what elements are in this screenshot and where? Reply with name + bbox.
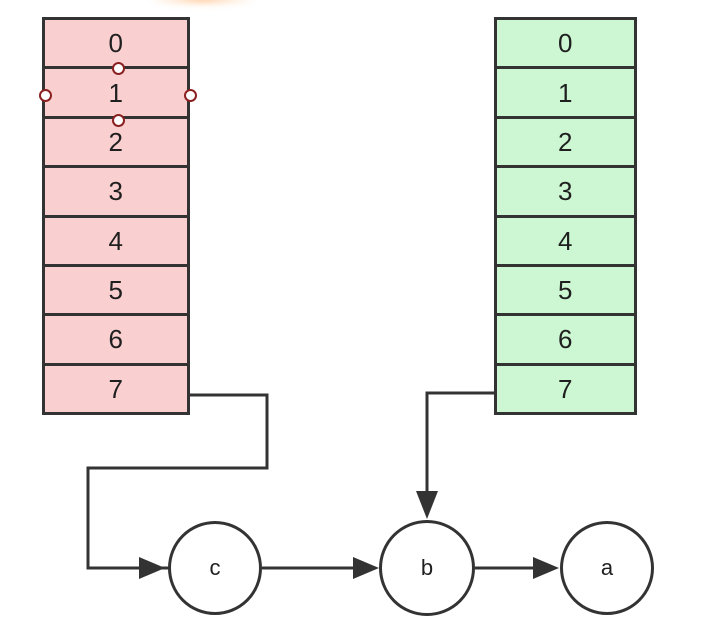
green-array-cell-4[interactable]: 4 bbox=[497, 217, 634, 267]
green-array-cell-1[interactable]: 1 bbox=[497, 69, 634, 119]
selection-handle-left[interactable] bbox=[38, 88, 52, 102]
pink-array-cell-3[interactable]: 3 bbox=[45, 168, 187, 218]
cursor-highlight-artifact bbox=[150, 0, 255, 6]
arrow-head-into-b-left bbox=[353, 557, 379, 579]
green-array-cell-2[interactable]: 2 bbox=[497, 118, 634, 169]
selection-handle-right[interactable] bbox=[183, 88, 197, 102]
arrow-head-into-a bbox=[533, 557, 559, 579]
node-c[interactable]: c bbox=[168, 521, 262, 615]
green-array-cell-0[interactable]: 0 bbox=[497, 20, 634, 70]
edge-b-to-a[interactable] bbox=[475, 557, 559, 579]
arrow-head-into-b-top bbox=[416, 491, 438, 519]
pink-array-cell-5[interactable]: 5 bbox=[45, 266, 187, 317]
green-array-cell-5[interactable]: 5 bbox=[497, 266, 634, 317]
node-a[interactable]: a bbox=[560, 521, 654, 615]
arrow-head-into-c bbox=[139, 557, 165, 579]
green-array-cell-6[interactable]: 6 bbox=[497, 316, 634, 366]
edge-green7-to-b[interactable] bbox=[416, 391, 494, 519]
pink-array-cell-1[interactable]: 1 bbox=[45, 69, 187, 119]
node-b[interactable]: b bbox=[379, 520, 475, 616]
green-array-cell-7[interactable]: 7 bbox=[497, 365, 634, 412]
pink-array-cell-2[interactable]: 2 bbox=[45, 118, 187, 169]
edge-c-to-b[interactable] bbox=[262, 557, 379, 579]
node-c-label: c bbox=[209, 555, 221, 580]
pink-array-table[interactable]: 0 1 2 3 4 5 6 7 bbox=[42, 17, 190, 415]
green-array-cell-3[interactable]: 3 bbox=[497, 168, 634, 218]
selection-handle-bottom[interactable] bbox=[111, 113, 125, 127]
selection-handle-top[interactable] bbox=[111, 61, 125, 75]
pink-array-cell-7[interactable]: 7 bbox=[45, 365, 187, 412]
pink-array-cell-4[interactable]: 4 bbox=[45, 217, 187, 267]
node-a-label: a bbox=[600, 555, 614, 580]
green-array-table[interactable]: 0 1 2 3 4 5 6 7 bbox=[494, 17, 637, 415]
node-b-label: b bbox=[420, 555, 434, 580]
pink-array-cell-6[interactable]: 6 bbox=[45, 316, 187, 366]
